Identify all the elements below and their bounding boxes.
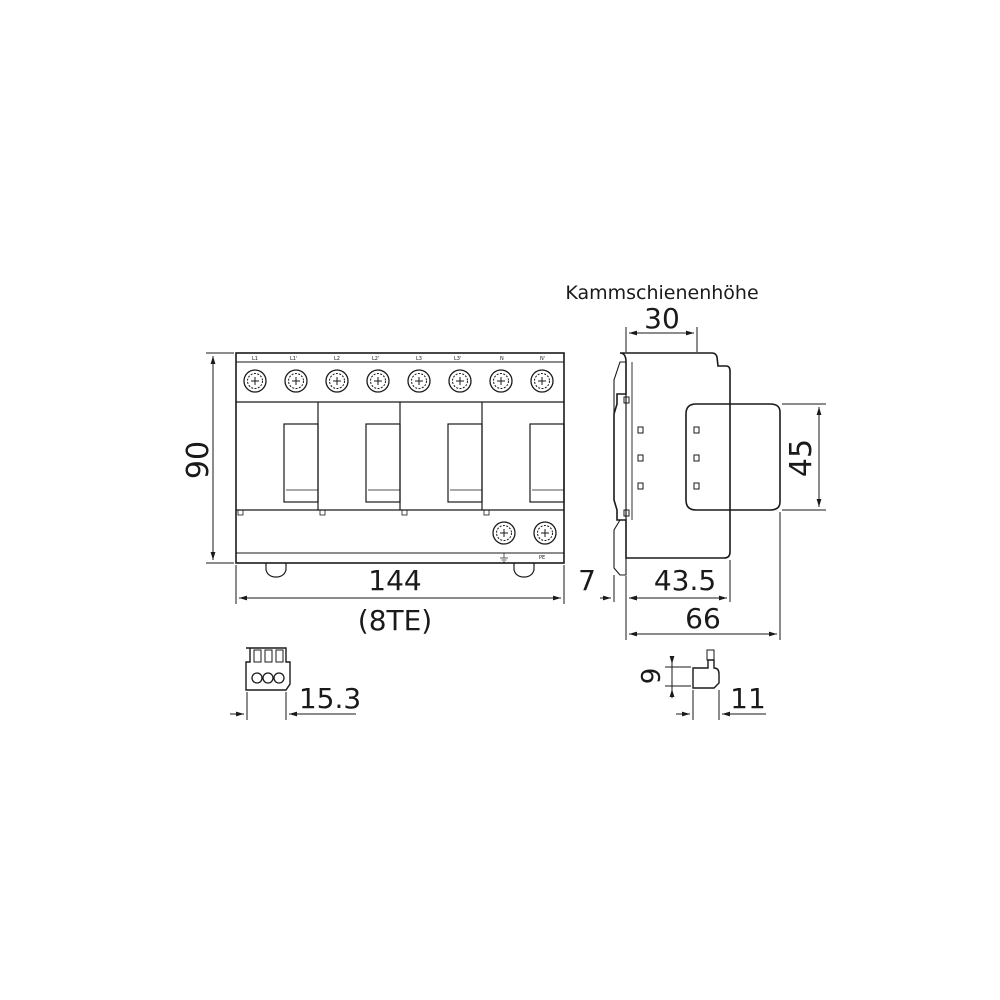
comb-height-caption: Kammschienenhöhe bbox=[565, 282, 758, 304]
terminal-label: L2' bbox=[372, 356, 379, 362]
plug-in-module-outline bbox=[685, 403, 781, 511]
dim-15-3-label: 15.3 bbox=[299, 682, 361, 715]
terminal-screw-icon bbox=[325, 369, 349, 393]
pe-screw-icon bbox=[533, 521, 557, 545]
dim-66-label: 66 bbox=[685, 602, 721, 635]
dimension-comb-height: 30 bbox=[625, 302, 698, 352]
earth-symbol-icon bbox=[500, 553, 508, 563]
connector-outline bbox=[245, 647, 291, 691]
dim-7-label: 7 bbox=[578, 564, 596, 597]
terminal-screw-icon bbox=[448, 369, 472, 393]
small-part-outline bbox=[692, 659, 720, 689]
dimension-depth: 7 43.5 66 bbox=[578, 512, 781, 640]
terminal-label: L1 bbox=[252, 356, 258, 362]
terminal-screw-icon bbox=[366, 369, 390, 393]
dim-45-label: 45 bbox=[784, 439, 819, 477]
pe-label: PE bbox=[539, 555, 545, 561]
terminal-label: L1' bbox=[290, 356, 297, 362]
dim-8te-label: (8TE) bbox=[358, 604, 432, 637]
terminal-screw-icon bbox=[284, 369, 308, 393]
dim-90-label: 90 bbox=[181, 441, 216, 479]
module-windows bbox=[283, 423, 565, 503]
terminal-screw-icon bbox=[489, 369, 513, 393]
side-view: Kammschienenhöhe 30 bbox=[565, 282, 826, 640]
front-view: L1 L1' L2 L2' L3 L3' N N' PE bbox=[181, 352, 565, 637]
terminal-label: L3 bbox=[416, 356, 422, 362]
terminal-label: L3' bbox=[454, 356, 461, 362]
din-rail-clips bbox=[265, 563, 535, 578]
dim-30-label: 30 bbox=[644, 302, 680, 335]
terminal-label: N' bbox=[540, 356, 545, 362]
terminal-screws bbox=[243, 369, 557, 545]
connector-view: 15.3 bbox=[230, 647, 361, 720]
dimension-module-height: 45 bbox=[782, 403, 826, 511]
module-marks bbox=[693, 426, 700, 490]
dim-9-label: 9 bbox=[637, 668, 667, 685]
terminal-screw-icon bbox=[407, 369, 431, 393]
small-part-view: 9 11 bbox=[637, 649, 766, 720]
terminal-labels: L1 L1' L2 L2' L3 L3' N N' bbox=[252, 356, 545, 362]
side-terminal-marks bbox=[623, 396, 644, 517]
terminal-label: N bbox=[500, 356, 504, 362]
dimension-height: 90 bbox=[181, 352, 234, 564]
terminal-screw-icon bbox=[243, 369, 267, 393]
dim-43-5-label: 43.5 bbox=[654, 564, 716, 597]
latches bbox=[237, 509, 490, 516]
dim-144-label: 144 bbox=[368, 564, 421, 597]
dim-11-label: 11 bbox=[730, 682, 766, 715]
dimension-width: 144 (8TE) bbox=[235, 564, 565, 637]
terminal-label: L2 bbox=[334, 356, 340, 362]
terminal-screw-icon bbox=[530, 369, 554, 393]
side-body-outline bbox=[613, 352, 731, 559]
pe-screw-icon bbox=[492, 521, 516, 545]
